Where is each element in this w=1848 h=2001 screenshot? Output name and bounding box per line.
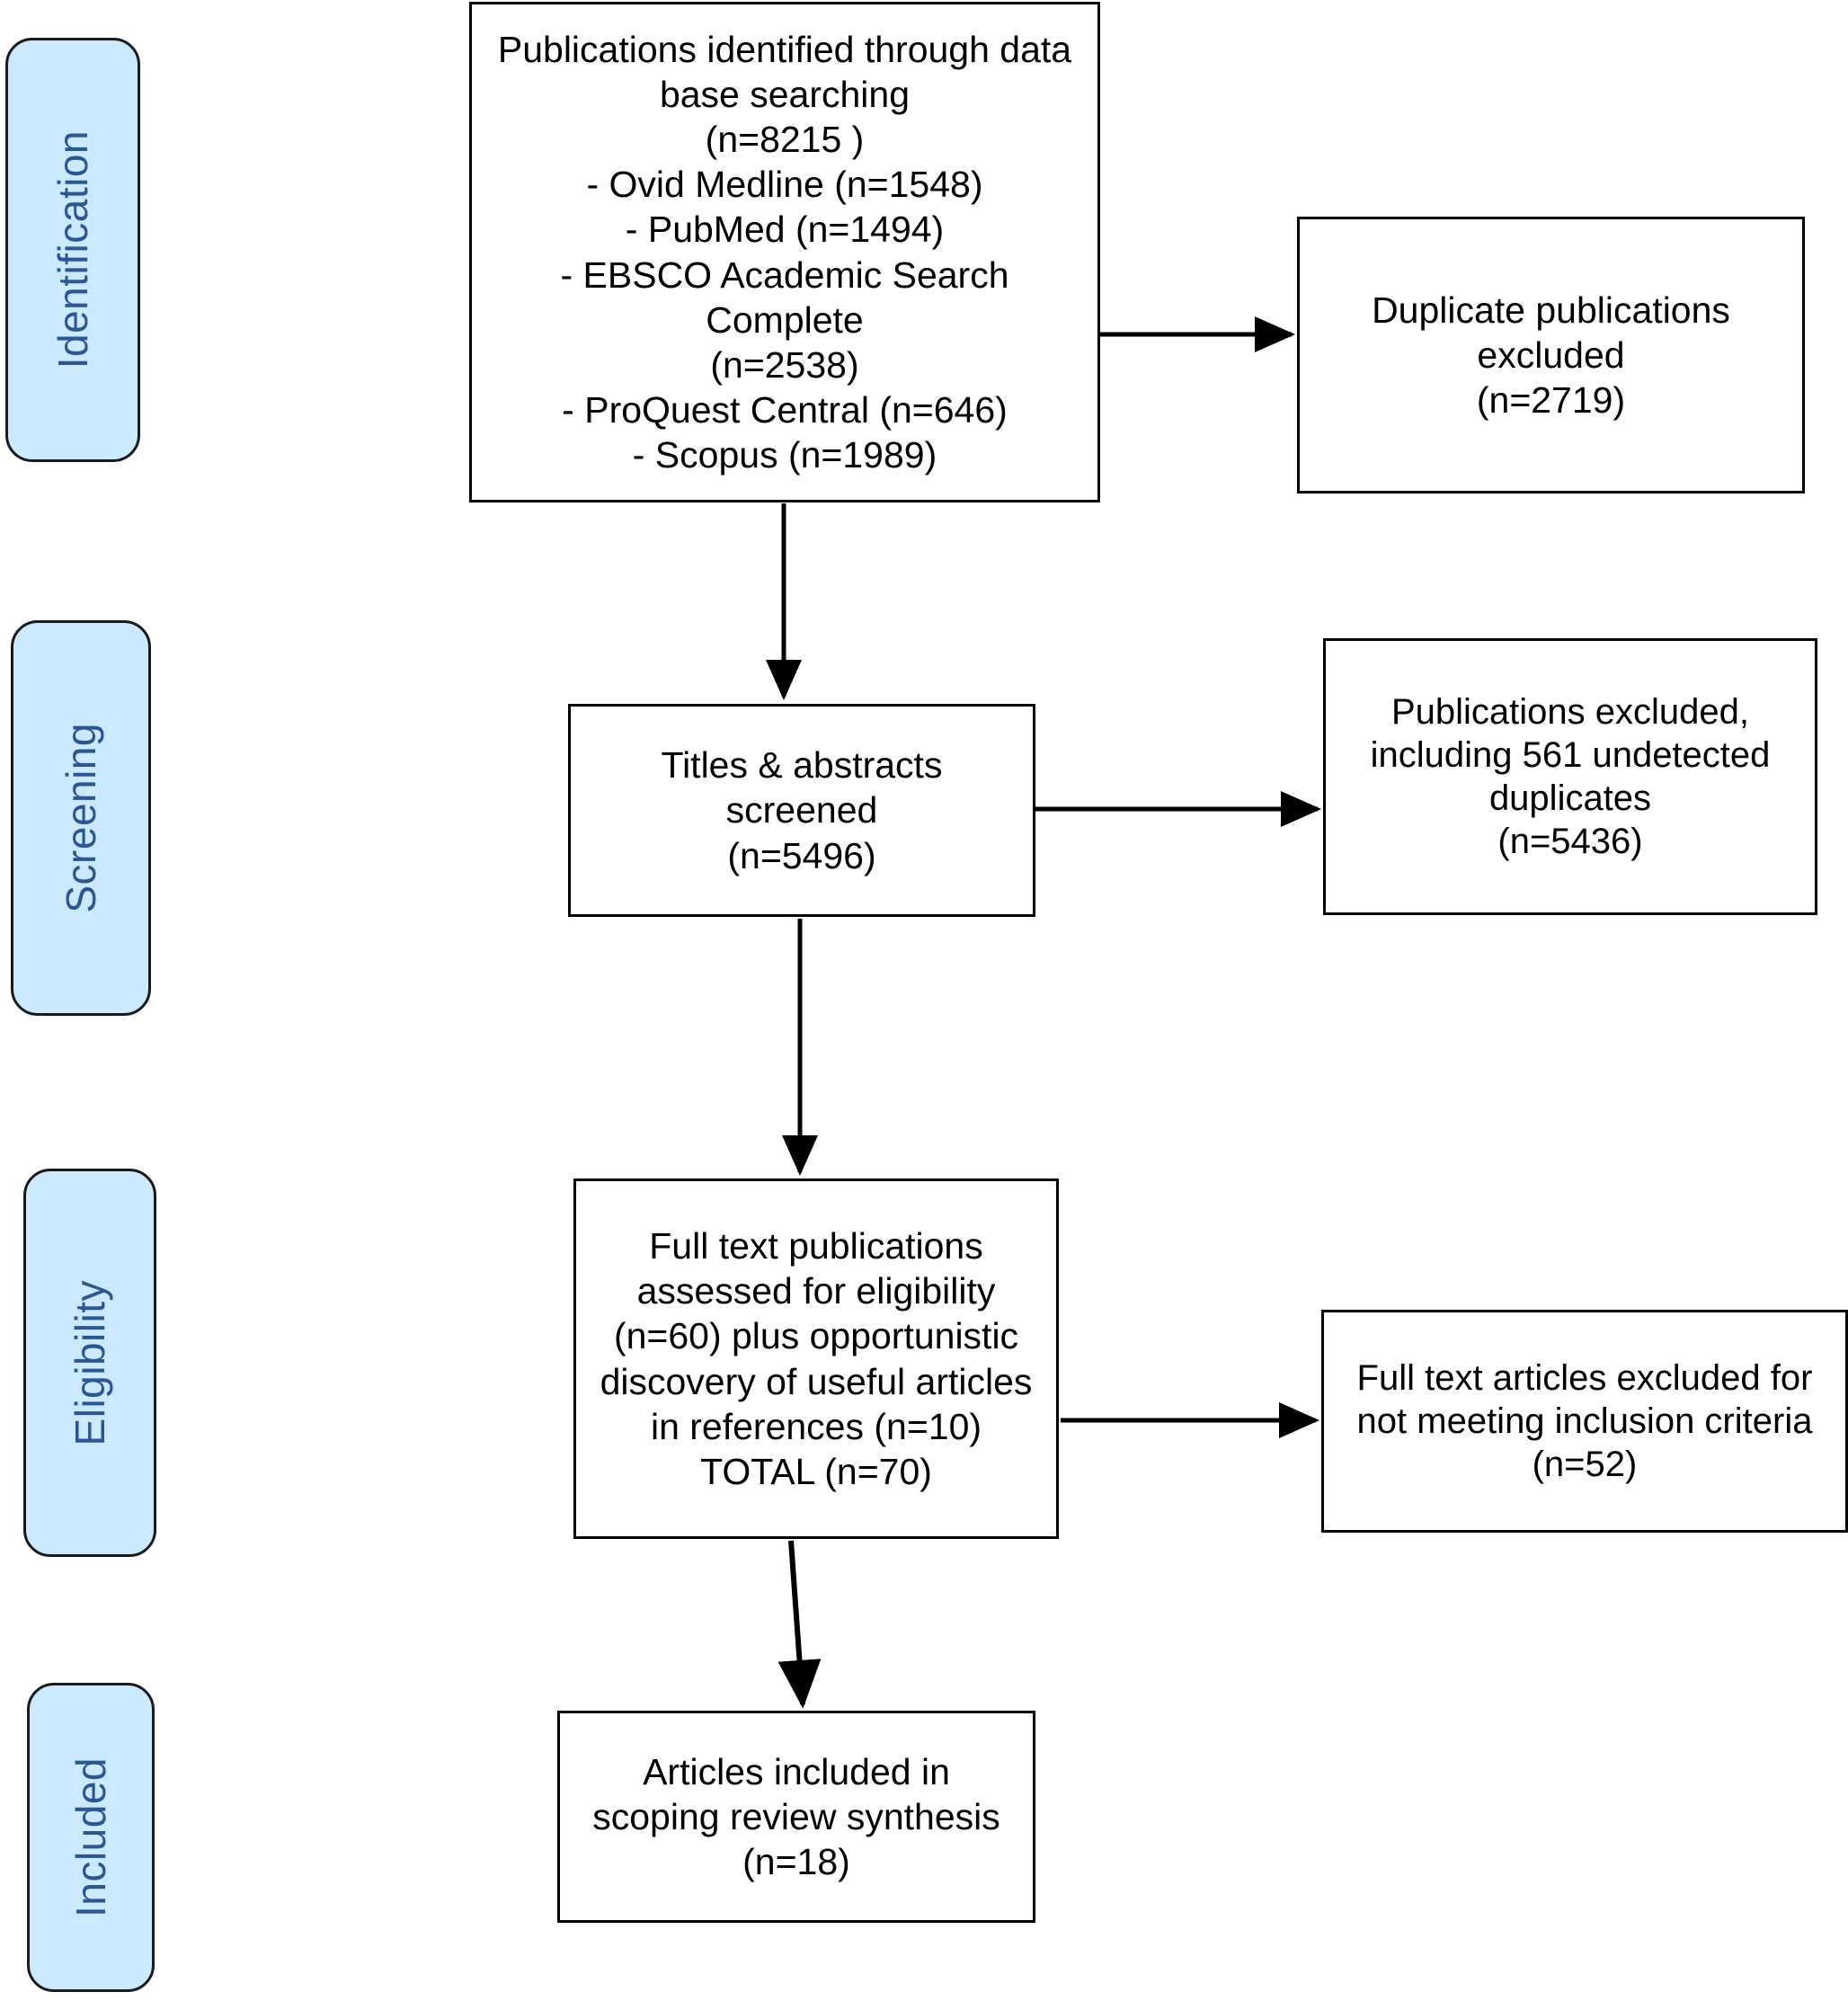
box-fulltext-excluded-text: Full text articles excluded for not meet… (1356, 1358, 1813, 1484)
box-publications-identified: Publications identified through data bas… (469, 2, 1100, 502)
stage-pill-included: Included (27, 1683, 155, 1992)
box-articles-included: Articles included in scoping review synt… (557, 1711, 1035, 1923)
stage-label-included: Included (67, 1757, 114, 1917)
stage-pill-screening: Screening (11, 620, 151, 1016)
box-publications-excluded-screening: Publications excluded, including 561 und… (1323, 638, 1817, 915)
box-duplicate-publications-excluded: Duplicate publications excluded (n=2719) (1297, 217, 1805, 494)
box-fulltext-excluded: Full text articles excluded for not meet… (1321, 1310, 1848, 1533)
stage-label-identification: Identification (49, 130, 96, 369)
stage-pill-eligibility: Eligibility (23, 1169, 156, 1557)
box-titles-abstracts-screened: Titles & abstracts screened (n=5496) (568, 704, 1035, 917)
box-fulltext-assessed-text: Full text publications assessed for elig… (600, 1225, 1033, 1492)
box-publications-excluded-screening-text: Publications excluded, including 561 und… (1370, 692, 1771, 861)
stage-label-screening: Screening (58, 723, 104, 913)
box-fulltext-assessed: Full text publications assessed for elig… (573, 1178, 1059, 1539)
stage-pill-identification: Identification (5, 38, 140, 462)
box-publications-identified-text: Publications identified through data bas… (497, 29, 1072, 476)
stage-label-eligibility: Eligibility (67, 1279, 113, 1446)
box-titles-abstracts-screened-text: Titles & abstracts screened (n=5496) (661, 744, 943, 876)
box-articles-included-text: Articles included in scoping review synt… (592, 1750, 1000, 1882)
arrow-fulltext-to-included (777, 1540, 822, 1709)
box-duplicate-publications-excluded-text: Duplicate publications excluded (n=2719) (1372, 289, 1730, 421)
